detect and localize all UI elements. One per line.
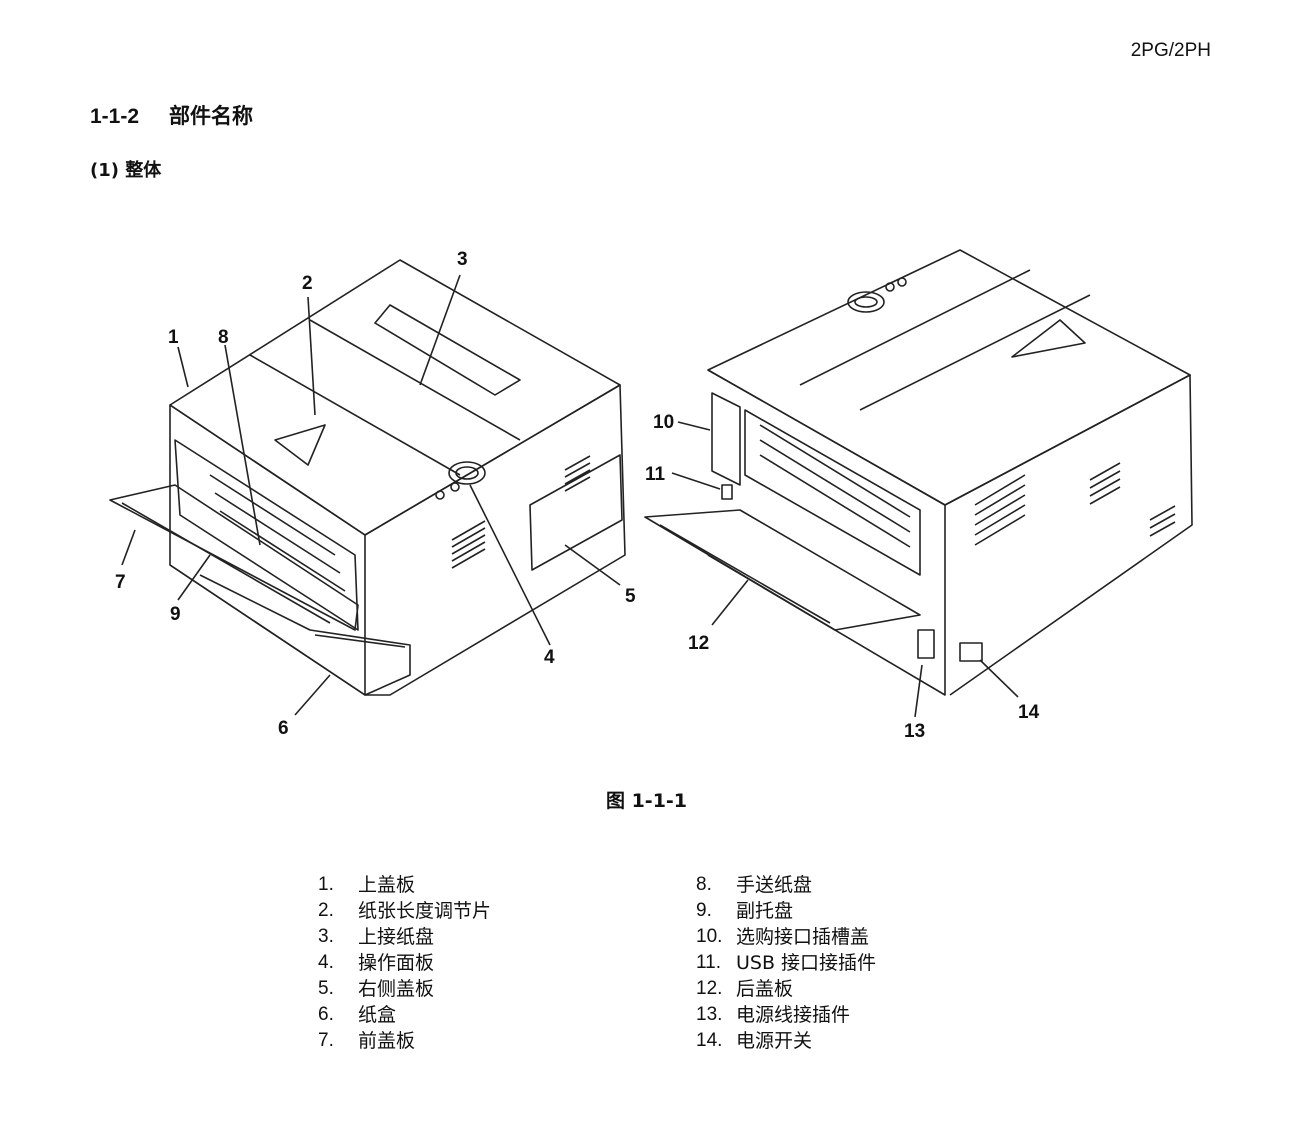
part-number: 3. [318,926,334,947]
part-number: 2. [318,900,334,921]
list-item: 14. 电源开关 [696,1028,876,1054]
part-number: 6. [318,1004,334,1025]
part-name: 前盖板 [358,1030,416,1052]
list-item: 7. 前盖板 [318,1028,491,1054]
part-number: 7. [318,1030,334,1051]
part-name: 电源线接插件 [736,1004,851,1026]
model-number: 2PG/2PH [1130,40,1211,61]
part-number: 4. [318,952,334,973]
section-heading: 1-1-2 部件名称 [90,100,253,130]
printer-rear-view [644,249,1193,696]
callout-4: 4 [544,647,555,668]
list-item: 9. 副托盘 [696,898,876,924]
part-number: 14. [696,1030,723,1051]
part-name: USB 接口接插件 [736,952,877,974]
callout-labels: 1 2 3 4 5 6 7 8 9 10 11 12 13 14 [115,249,1040,742]
callout-3: 3 [457,249,468,270]
section-number: 1-1-2 [90,105,140,128]
callout-9: 9 [170,604,181,625]
callout-14: 14 [1018,702,1040,723]
list-item: 13. 电源线接插件 [696,1002,876,1028]
part-name: 纸盒 [358,1004,397,1026]
callout-7: 7 [115,572,126,593]
printer-front-view [109,259,626,696]
parts-list-left: 1. 上盖板 2. 纸张长度调节片 3. 上接纸盘 4. 操作面板 5. 右侧盖板 6. 纸… [318,872,491,1054]
part-name: 电源开关 [736,1030,813,1052]
part-number: 5. [318,978,334,999]
part-name: 后盖板 [736,978,794,1000]
list-item: 10. 选购接口插槽盖 [696,924,876,950]
printer-figure: 1 2 3 4 5 6 7 8 9 10 11 12 13 14 [100,235,1210,755]
part-name: 选购接口插槽盖 [736,926,870,948]
list-item: 4. 操作面板 [318,950,491,976]
list-item: 5. 右侧盖板 [318,976,491,1002]
part-name: 纸张长度调节片 [358,900,492,922]
part-name: 上接纸盘 [358,926,435,948]
callout-leaders [121,274,1019,718]
callout-13: 13 [904,721,925,742]
section-title: 部件名称 [169,104,254,128]
part-name: 手送纸盘 [736,874,813,896]
parts-list-right: 8. 手送纸盘 9. 副托盘 10. 选购接口插槽盖 11. USB 接口接插件 12.… [696,872,876,1054]
list-item: 2. 纸张长度调节片 [318,898,491,924]
part-number: 8. [696,874,712,895]
part-name: 上盖板 [358,874,416,896]
list-item: 6. 纸盒 [318,1002,491,1028]
callout-1: 1 [168,327,179,348]
callout-6: 6 [278,718,289,739]
list-item: 8. 手送纸盘 [696,872,876,898]
callout-2: 2 [302,273,313,294]
list-item: 12. 后盖板 [696,976,876,1002]
part-number: 13. [696,1004,723,1025]
part-number: 9. [696,900,712,921]
part-name: 副托盘 [736,900,794,922]
subsection-heading: (1) 整体 [90,160,162,181]
list-item: 3. 上接纸盘 [318,924,491,950]
part-name: 右侧盖板 [358,978,435,1000]
list-item: 1. 上盖板 [318,872,491,898]
part-number: 11. [696,952,722,973]
callout-10: 10 [653,412,674,433]
part-name: 操作面板 [358,952,435,974]
callout-5: 5 [625,586,636,607]
figure-caption: 图 1-1-1 [605,790,688,812]
part-number: 12. [696,978,723,999]
part-number: 10. [696,926,723,947]
callout-11: 11 [645,464,666,485]
callout-8: 8 [218,327,229,348]
callout-12: 12 [688,633,709,654]
printer-illustration: 1 2 3 4 5 6 7 8 9 10 11 12 13 14 [109,249,1193,742]
part-number: 1. [318,874,334,895]
list-item: 11. USB 接口接插件 [696,950,876,976]
